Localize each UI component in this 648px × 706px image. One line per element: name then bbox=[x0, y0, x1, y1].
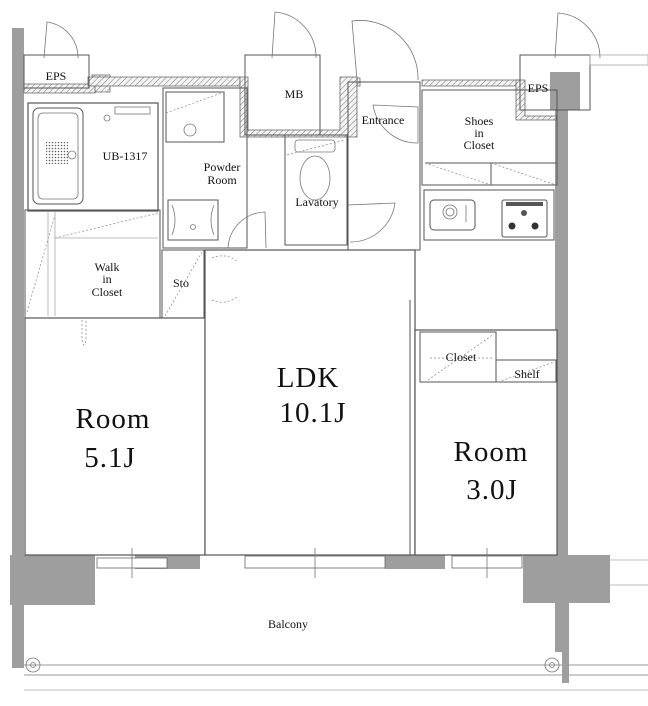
room-outlines bbox=[24, 81, 558, 556]
shower-faucet-icon bbox=[103, 106, 151, 122]
label-ldk-size: 10.1J bbox=[279, 397, 346, 429]
balcony-rail bbox=[24, 559, 648, 691]
label-closet: Closet bbox=[446, 350, 477, 364]
label-balcony: Balcony bbox=[268, 617, 308, 631]
label-walk-in-closet-1: Walk bbox=[94, 260, 119, 274]
label-storage: Sto bbox=[173, 276, 189, 290]
label-room-west-name: Room bbox=[76, 403, 151, 435]
label-mb: MB bbox=[285, 87, 304, 101]
structural-walls bbox=[10, 28, 610, 668]
label-entrance: Entrance bbox=[362, 113, 405, 127]
label-eps-left: EPS bbox=[46, 69, 67, 83]
label-lavatory: Lavatory bbox=[295, 195, 338, 209]
bathtub-icon bbox=[32, 107, 84, 205]
label-shoes-closet-3: Closet bbox=[464, 138, 495, 152]
label-powder-room-1: Powder bbox=[204, 160, 241, 174]
label-room-east-name: Room bbox=[454, 436, 529, 468]
interior-doors bbox=[81, 104, 419, 346]
labels: EPS EPS MB Entrance Shoes in Closet UB-1… bbox=[46, 69, 549, 631]
label-eps-right: EPS bbox=[528, 81, 549, 95]
hatched-walls bbox=[23, 74, 557, 138]
label-walk-in-closet-3: Closet bbox=[92, 285, 123, 299]
label-shoes-closet-2: in bbox=[474, 126, 483, 140]
label-unit-bath: UB-1317 bbox=[103, 149, 148, 163]
windows bbox=[96, 548, 523, 578]
label-room-west-size: 5.1J bbox=[84, 442, 136, 474]
kitchen-sink-icon bbox=[429, 199, 476, 231]
label-ldk-name: LDK bbox=[277, 362, 340, 394]
top-exterior-boxes bbox=[23, 11, 648, 136]
label-walk-in-closet-2: in bbox=[102, 272, 111, 286]
gas-stove-icon bbox=[501, 199, 548, 238]
washbasin-icon bbox=[167, 199, 219, 241]
label-shelf: Shelf bbox=[514, 367, 539, 381]
label-powder-room-2: Room bbox=[207, 173, 237, 187]
label-shoes-closet-1: Shoes bbox=[465, 114, 494, 128]
toilet-icon bbox=[286, 139, 346, 201]
label-room-east-size: 3.0J bbox=[466, 474, 518, 506]
washing-machine-pan-icon bbox=[165, 91, 225, 143]
